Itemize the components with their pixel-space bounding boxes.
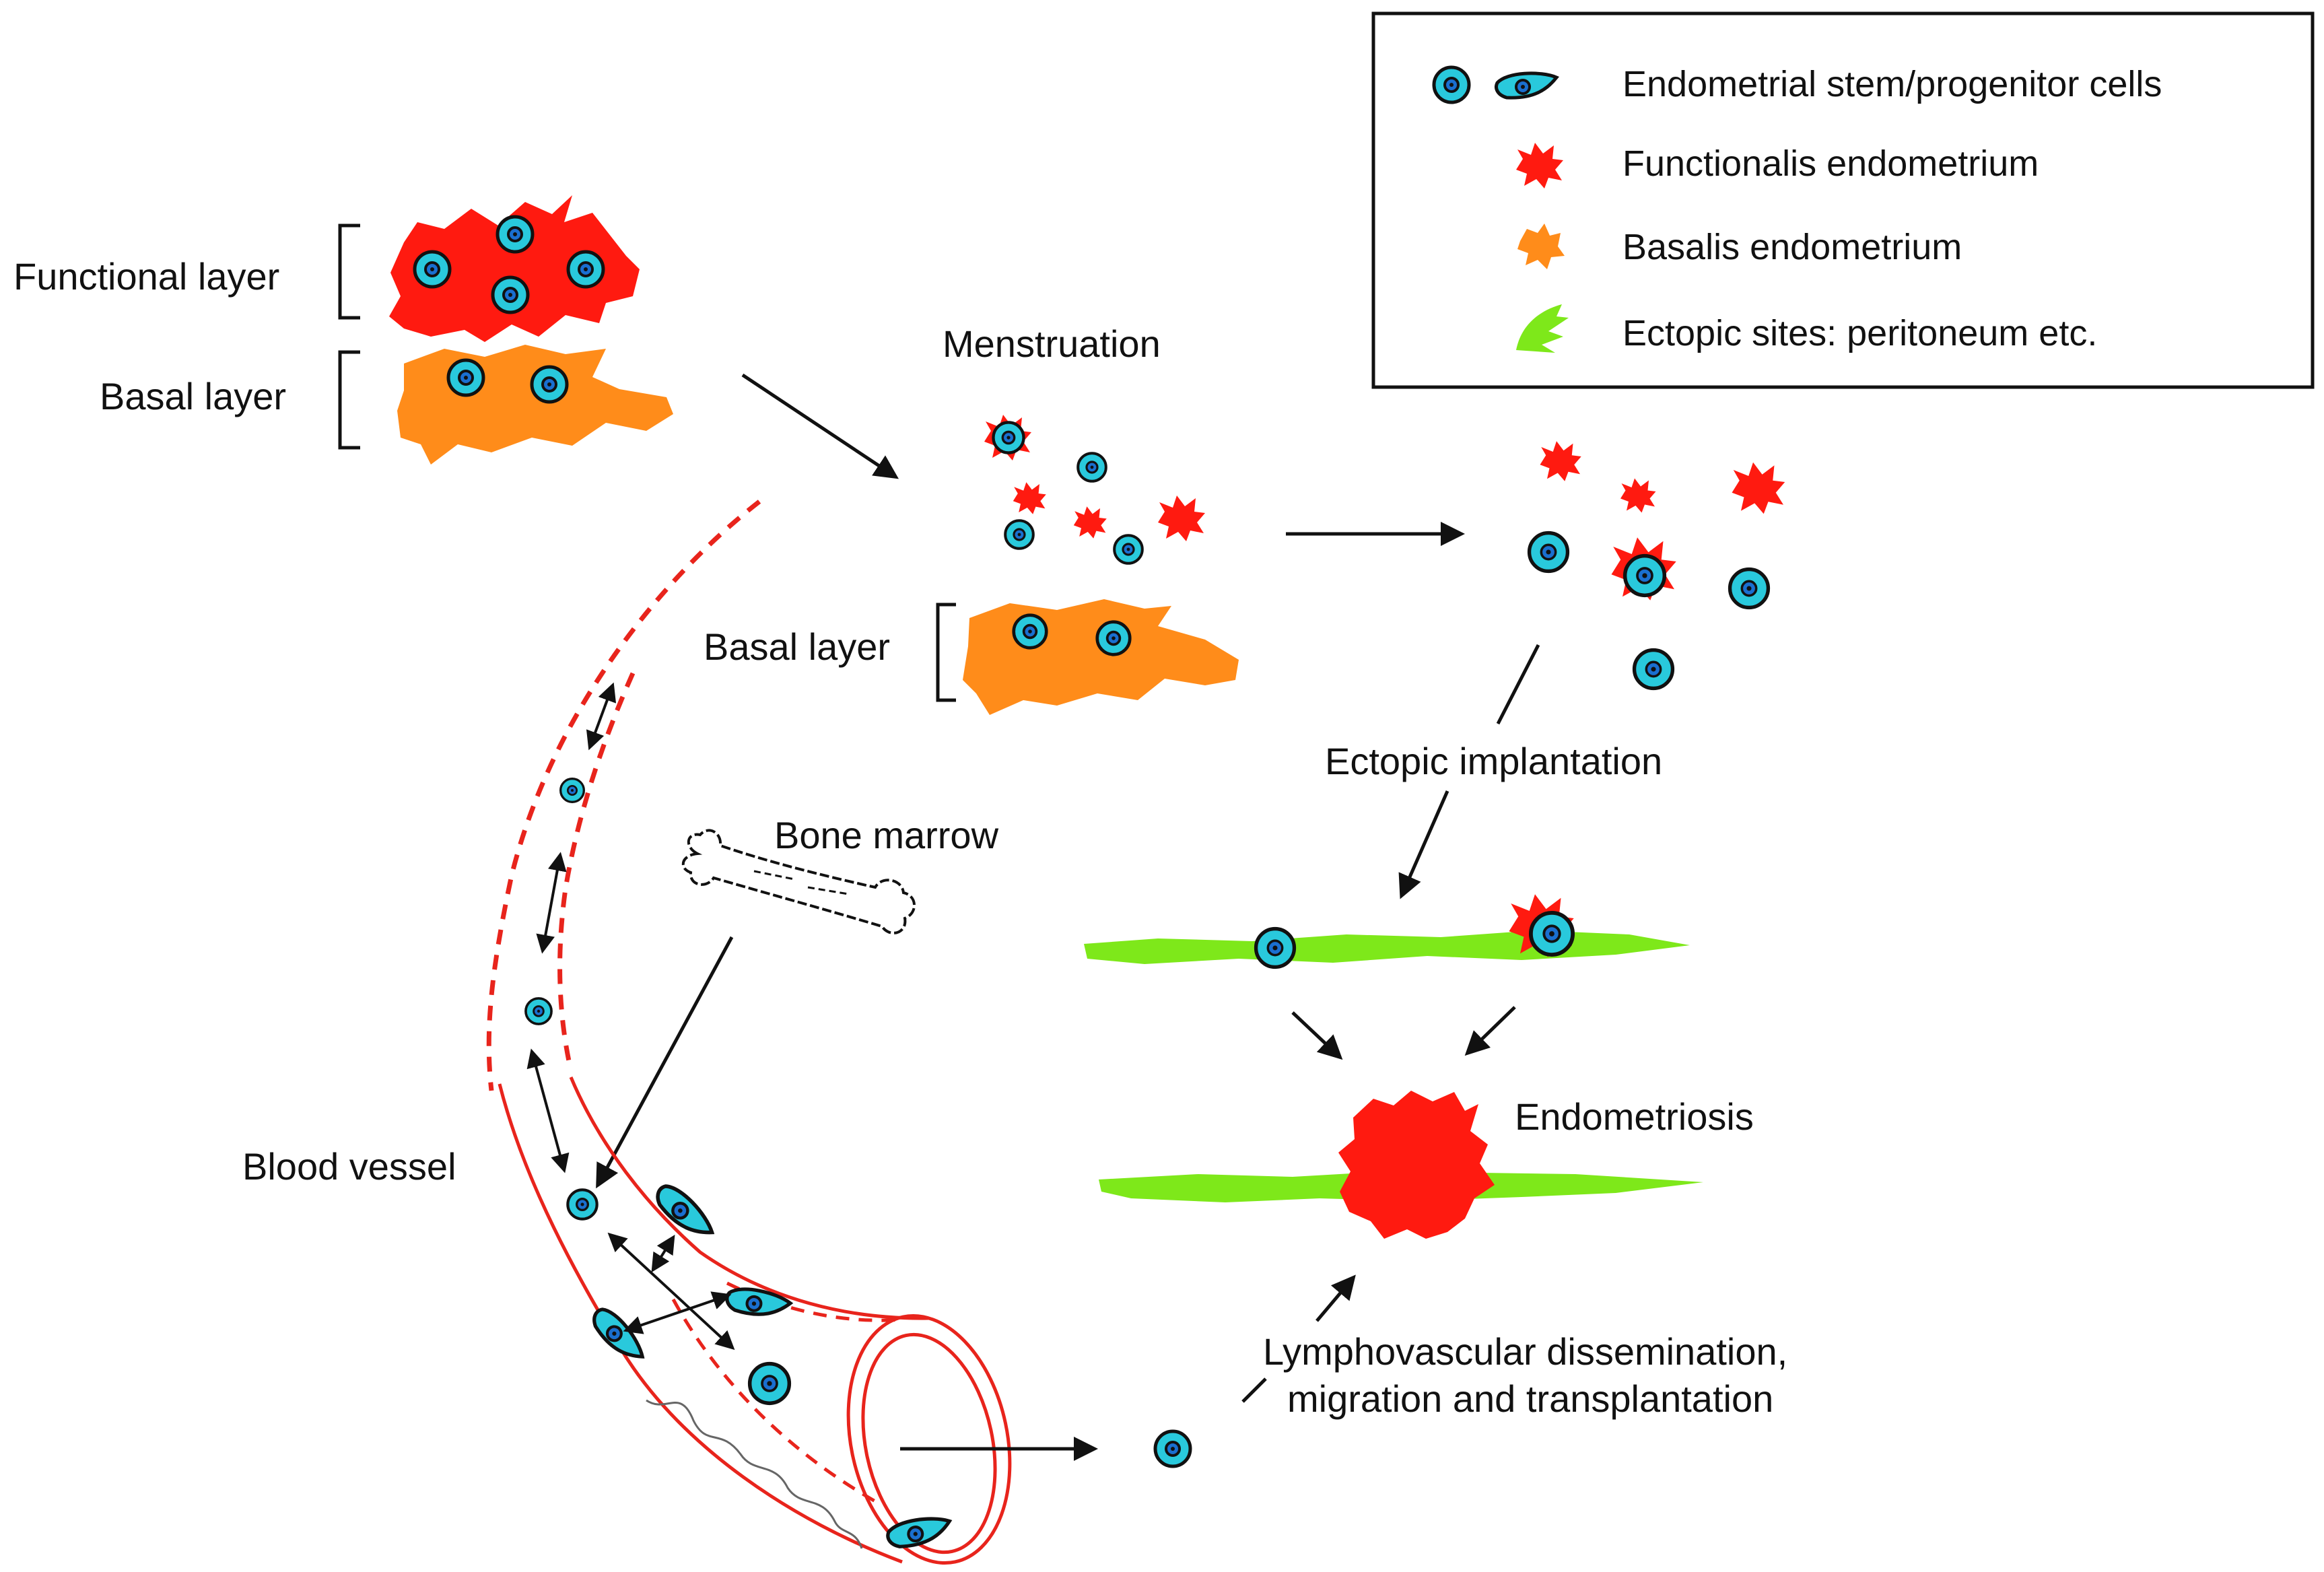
menstruation-group: Menstruation Basal layer <box>704 322 1239 715</box>
bone-icon <box>681 829 916 934</box>
vessel-wall-upper <box>569 1077 930 1320</box>
arrow-bone-to-vessel <box>596 936 734 1189</box>
legend-label-functionalis: Functionalis endometrium <box>1622 143 2039 184</box>
stem-cell <box>559 777 585 804</box>
stem-cell <box>1097 622 1130 655</box>
stem-cell <box>1730 570 1769 608</box>
migration-arrow <box>536 852 567 954</box>
dissemination-label-line2: migration and transplantation <box>1287 1377 1773 1420</box>
basalis-tissue <box>397 345 673 465</box>
bone-marrow: Bone marrow <box>681 814 999 934</box>
stem-cell <box>750 1364 790 1404</box>
ectopic-site-icon <box>1516 304 1569 353</box>
stem-cell-icon <box>1434 67 1469 102</box>
migration-arrow <box>586 682 617 751</box>
migration-arrow <box>623 1291 732 1334</box>
stem-cell <box>532 367 567 402</box>
legend-label-basalis: Basalis endometrium <box>1622 227 1962 267</box>
bone-detail <box>807 886 849 895</box>
adherent-stem-cell <box>589 1303 646 1369</box>
stem-cell <box>524 997 553 1025</box>
arrow-dissemination-lower <box>1241 1377 1267 1403</box>
arrow-dissemination-upper <box>1315 1274 1356 1322</box>
endometriosis-lesion: Endometriosis <box>1099 1091 1754 1239</box>
basal-layer-label: Basal layer <box>100 375 286 417</box>
ectopic-implantation-label: Ectopic implantation <box>1325 740 1662 782</box>
stem-cell <box>498 217 533 252</box>
stem-cell <box>1531 913 1573 955</box>
endometriosis-label: Endometriosis <box>1515 1095 1754 1138</box>
blood-vessel: Blood vessel <box>242 500 1012 1565</box>
bone-detail <box>753 870 795 881</box>
shed-tissue <box>1158 495 1205 541</box>
vessel-opening-outer <box>846 1313 1012 1565</box>
stem-cell <box>1530 533 1568 572</box>
shed-tissue <box>1013 482 1046 514</box>
arrow-converge-left <box>1291 1011 1343 1060</box>
shed-tissue <box>1620 478 1656 513</box>
ectopic-site-implants <box>1084 894 1690 967</box>
shed-tissue <box>1540 441 1581 481</box>
shed-tissue <box>1073 506 1107 539</box>
vessel-wall-dashed-outer <box>486 500 761 1091</box>
artist-signature <box>646 1399 863 1549</box>
stem-cell <box>448 360 483 395</box>
stem-cell <box>1256 929 1295 967</box>
disseminated-stem-cell <box>1155 1431 1190 1466</box>
adherent-stem-cell <box>724 1283 792 1324</box>
menstruation-label: Menstruation <box>943 322 1161 365</box>
stem-cell <box>1004 519 1035 550</box>
arrow-converge-right <box>1464 1006 1516 1056</box>
functional-layer-bracket <box>338 224 360 320</box>
dissemination-label-line1: Lymphovascular dissemination, <box>1263 1330 1787 1373</box>
vessel-opening-inner <box>861 1332 997 1554</box>
arrow-ectopic-implantation <box>1398 790 1449 899</box>
stem-cell <box>1635 650 1673 689</box>
basal-layer-bracket-2 <box>936 603 956 702</box>
endometriosis-tissue <box>1338 1091 1495 1239</box>
stem-cell <box>568 252 603 287</box>
bone-marrow-label: Bone marrow <box>774 814 999 856</box>
peritoneum-tissue <box>1084 930 1690 964</box>
stem-cell <box>1113 534 1144 565</box>
stem-cell <box>568 1190 596 1219</box>
functional-layer-label: Functional layer <box>13 255 279 298</box>
functionalis-tissue <box>389 195 640 342</box>
stem-cell <box>415 252 450 287</box>
legend-label-stem-cells: Endometrial stem/progenitor cells <box>1622 64 2162 104</box>
blood-vessel-label: Blood vessel <box>242 1145 456 1188</box>
arrow-to-menstruation <box>741 373 899 479</box>
stem-cell <box>1625 556 1665 596</box>
legend-label-ectopic: Ectopic sites: peritoneum etc. <box>1622 313 2097 353</box>
basal-layer-bracket <box>338 350 360 450</box>
arrow-ectopic-implantation-upper <box>1496 644 1540 725</box>
shed-tissue <box>1732 462 1785 514</box>
stem-cell <box>1014 615 1047 648</box>
stem-cell <box>1076 452 1107 483</box>
migration-arrow <box>651 1235 675 1272</box>
legend: Endometrial stem/progenitor cells Functi… <box>1371 11 2315 389</box>
stem-cell <box>993 422 1023 452</box>
migration-arrow <box>526 1048 570 1173</box>
endometrium-layers: Functional layer Basal layer <box>13 195 673 465</box>
basal-layer-label-2: Basal layer <box>704 625 890 668</box>
basalis-tissue-remaining <box>963 599 1239 715</box>
stem-cell <box>493 277 528 312</box>
shed-cells-cluster <box>1530 441 1785 688</box>
